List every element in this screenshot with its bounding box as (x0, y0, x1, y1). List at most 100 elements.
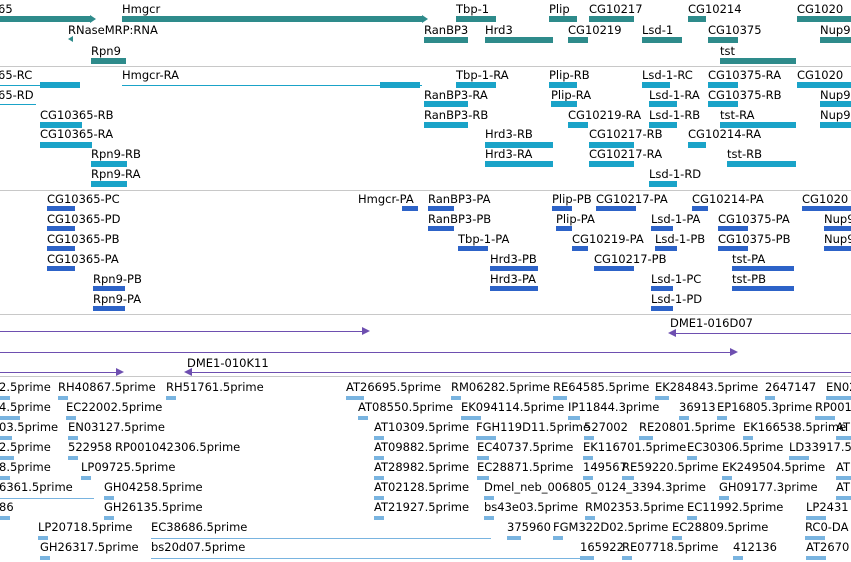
gene-feature[interactable] (820, 37, 851, 43)
protein-feature[interactable] (651, 306, 673, 311)
gene-feature[interactable] (720, 58, 796, 64)
est-feature[interactable] (104, 496, 114, 500)
clone-feature[interactable] (192, 372, 851, 373)
protein-feature[interactable] (655, 246, 677, 251)
transcript-feature[interactable] (589, 142, 634, 148)
est-feature[interactable] (0, 416, 20, 420)
protein-feature[interactable] (651, 226, 673, 231)
est-feature[interactable] (68, 436, 78, 440)
gene-feature[interactable] (797, 16, 851, 22)
transcript-feature[interactable] (820, 101, 851, 107)
protein-feature[interactable] (732, 286, 794, 291)
est-feature[interactable] (679, 416, 689, 420)
gene-feature[interactable] (568, 37, 588, 43)
est-feature[interactable] (568, 416, 580, 420)
gene-feature[interactable] (589, 16, 634, 22)
est-feature[interactable] (40, 556, 50, 560)
est-feature[interactable] (507, 536, 521, 540)
est-feature[interactable] (151, 538, 491, 539)
gene-feature[interactable] (0, 16, 90, 22)
transcript-feature[interactable] (40, 142, 92, 148)
protein-feature[interactable] (692, 206, 708, 211)
protein-feature[interactable] (458, 246, 488, 251)
est-feature[interactable] (461, 416, 481, 420)
est-feature[interactable] (806, 516, 826, 520)
clone-feature[interactable] (676, 333, 851, 334)
est-feature[interactable] (66, 416, 76, 420)
clone-feature[interactable] (0, 352, 730, 353)
est-feature[interactable] (585, 516, 595, 520)
protein-feature[interactable] (802, 206, 851, 211)
protein-feature[interactable] (718, 246, 748, 251)
protein-feature[interactable] (428, 226, 454, 231)
est-feature[interactable] (374, 456, 384, 460)
est-feature[interactable] (580, 556, 594, 560)
transcript-feature[interactable] (708, 101, 738, 107)
est-feature[interactable] (0, 436, 12, 440)
protein-feature[interactable] (732, 266, 794, 271)
est-feature[interactable] (815, 416, 835, 420)
gene-feature[interactable] (424, 37, 468, 43)
est-feature[interactable] (806, 556, 826, 560)
est-feature[interactable] (477, 456, 489, 460)
protein-feature[interactable] (47, 266, 75, 271)
transcript-feature[interactable] (649, 101, 677, 107)
transcript-feature[interactable] (456, 82, 496, 88)
est-feature[interactable] (68, 456, 78, 460)
protein-feature[interactable] (594, 266, 634, 271)
est-feature[interactable] (166, 396, 176, 400)
transcript-feature[interactable] (568, 122, 588, 128)
protein-feature[interactable] (47, 206, 75, 211)
est-feature[interactable] (476, 436, 496, 440)
est-feature[interactable] (743, 436, 753, 440)
est-feature[interactable] (583, 456, 593, 460)
est-feature[interactable] (374, 436, 384, 440)
transcript-feature[interactable] (727, 161, 796, 167)
protein-feature[interactable] (402, 206, 418, 211)
est-feature[interactable] (358, 416, 368, 420)
est-feature[interactable] (719, 496, 729, 500)
est-feature[interactable] (38, 536, 48, 540)
transcript-feature[interactable] (485, 142, 553, 148)
est-feature[interactable] (672, 536, 682, 540)
gene-feature[interactable] (549, 16, 577, 22)
est-feature[interactable] (826, 396, 851, 400)
protein-feature[interactable] (824, 246, 851, 251)
est-feature[interactable] (836, 496, 851, 500)
transcript-feature[interactable] (424, 101, 468, 107)
protein-feature[interactable] (556, 226, 572, 231)
transcript-feature[interactable] (820, 122, 851, 128)
est-feature[interactable] (655, 396, 669, 400)
gene-feature[interactable] (91, 58, 126, 64)
gene-feature[interactable] (688, 16, 706, 22)
est-feature[interactable] (733, 556, 743, 560)
protein-feature[interactable] (651, 286, 673, 291)
est-feature[interactable] (0, 498, 94, 499)
gene-feature[interactable] (708, 37, 738, 43)
transcript-feature[interactable] (688, 142, 706, 148)
est-feature[interactable] (553, 396, 567, 400)
gene-feature[interactable] (642, 37, 682, 43)
est-feature[interactable] (374, 496, 384, 500)
transcript-feature[interactable] (40, 122, 82, 128)
transcript-feature[interactable] (122, 85, 422, 86)
transcript-feature[interactable] (485, 161, 553, 167)
est-feature[interactable] (805, 536, 825, 540)
transcript-feature[interactable] (551, 101, 577, 107)
est-feature[interactable] (374, 476, 384, 480)
transcript-feature[interactable] (708, 82, 738, 88)
est-feature[interactable] (836, 476, 851, 480)
transcript-feature[interactable] (91, 161, 127, 167)
protein-feature[interactable] (572, 246, 588, 251)
est-feature[interactable] (622, 556, 632, 560)
est-feature[interactable] (765, 396, 775, 400)
est-feature[interactable] (0, 516, 10, 520)
gene-feature[interactable] (456, 16, 496, 22)
est-feature[interactable] (722, 476, 732, 480)
protein-feature[interactable] (718, 226, 748, 231)
gene-feature[interactable] (68, 36, 73, 42)
est-feature[interactable] (346, 396, 364, 400)
transcript-feature[interactable] (649, 181, 677, 187)
est-feature[interactable] (789, 456, 809, 460)
